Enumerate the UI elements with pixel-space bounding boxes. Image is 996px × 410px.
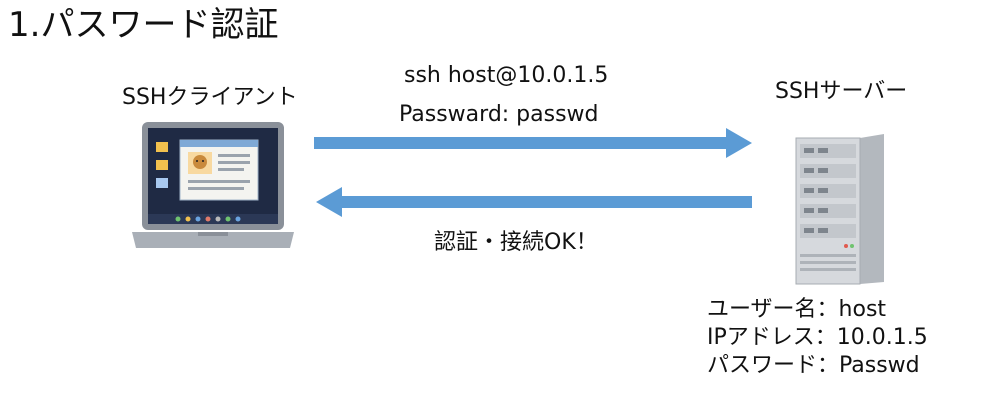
server-ip: IPアドレス：10.0.1.5 bbox=[707, 325, 928, 350]
server-icon bbox=[795, 134, 884, 285]
request-password: Passward: passwd bbox=[399, 102, 599, 127]
arrow-right-icon bbox=[314, 128, 752, 158]
server-username: ユーザー名：host bbox=[707, 297, 887, 322]
auth-result: 認証・接続OK！ bbox=[434, 230, 598, 255]
arrow-left-icon bbox=[316, 187, 752, 217]
page-title: 1.パスワード認証 bbox=[8, 5, 279, 45]
client-label: SSHクライアント bbox=[122, 85, 298, 110]
request-command: ssh host@10.0.1.5 bbox=[404, 63, 609, 88]
laptop-icon bbox=[132, 122, 294, 248]
server-info: ユーザー名：host IPアドレス：10.0.1.5 パスワード：Passwd bbox=[707, 296, 928, 380]
server-label: SSHサーバー bbox=[775, 79, 908, 104]
server-password: パスワード：Passwd bbox=[707, 353, 920, 378]
